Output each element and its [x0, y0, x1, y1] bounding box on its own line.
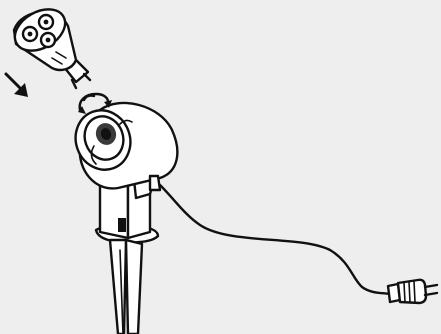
power-plug — [388, 280, 437, 303]
lamp-housing — [67, 103, 177, 190]
power-cable — [160, 181, 392, 294]
ground-spike — [96, 225, 158, 334]
led-bulb — [8, 1, 90, 88]
down-right-arrow-icon — [6, 74, 28, 97]
